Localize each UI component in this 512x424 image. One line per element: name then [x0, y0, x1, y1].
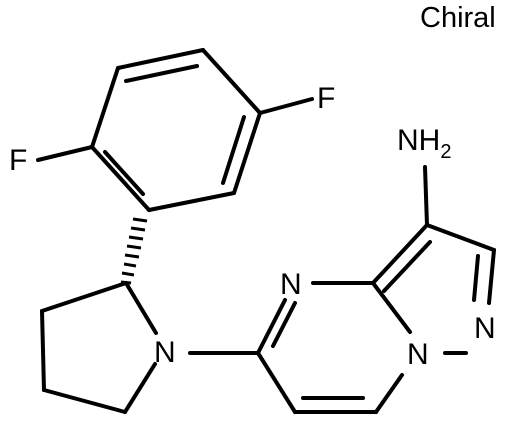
amine-nh-text: NH [397, 124, 440, 157]
bond-ring-to-f-top [258, 97, 314, 115]
atom-n-bridgehead: N [407, 338, 429, 371]
atom-n-pyrimidine: N [280, 268, 302, 301]
pyrazole-ring [371, 223, 496, 355]
amine-subscript-text: 2 [440, 141, 451, 163]
bond-c3-to-amine [423, 165, 429, 227]
stereo-hash-bond [120, 217, 148, 285]
atom-f-left: F [9, 144, 27, 177]
atom-nh2: NH2 [397, 124, 451, 163]
atom-f-top: F [317, 82, 335, 115]
difluorophenyl-ring [90, 48, 262, 212]
pyrrolidine-ring [40, 281, 158, 414]
pyrimidine-ring [256, 281, 412, 414]
bond-ring-to-f-left [36, 145, 94, 162]
atom-n-pyrrolidine: N [154, 336, 176, 369]
chiral-label: Chiral [420, 2, 496, 34]
atom-n-pyrazole: N [474, 312, 496, 345]
